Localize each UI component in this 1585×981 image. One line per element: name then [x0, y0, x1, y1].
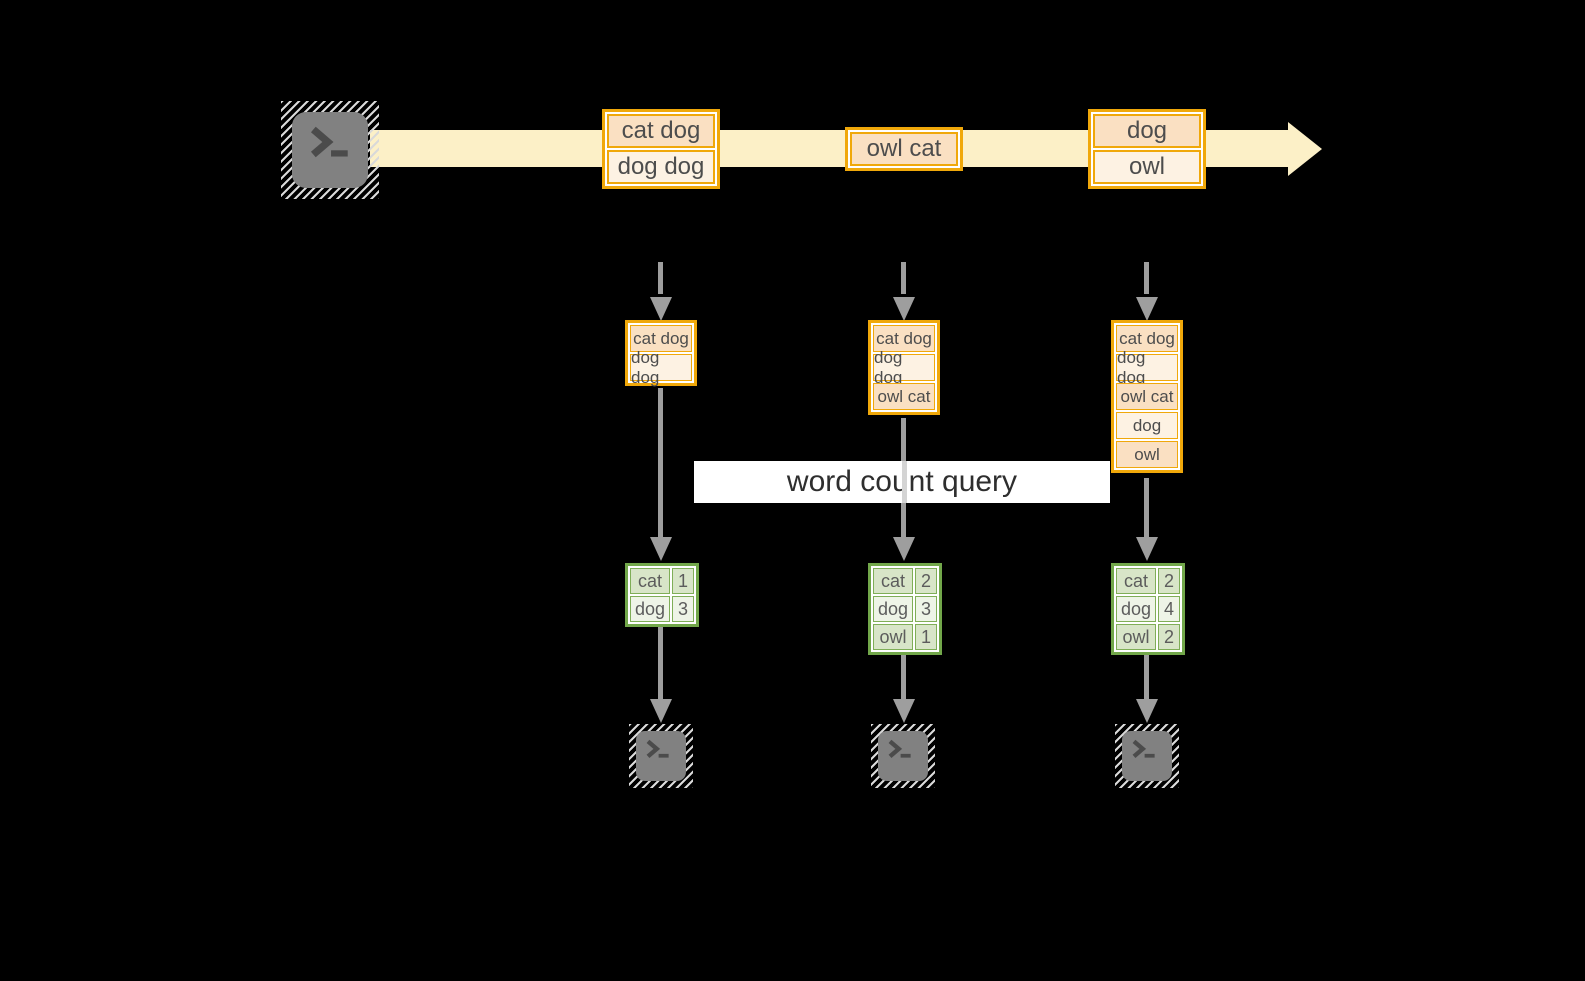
word-cell: dog	[630, 596, 670, 622]
terminal-body	[636, 731, 686, 781]
sink-terminal-icon	[1115, 724, 1179, 788]
source-terminal-icon	[281, 101, 379, 199]
window-record: dog	[1116, 412, 1178, 439]
table-row: cat 2	[873, 568, 937, 594]
word-cell: cat	[873, 568, 913, 594]
window-record: dog dog	[630, 348, 692, 387]
table-row: dog 3	[873, 596, 937, 622]
arrow-head-icon	[1136, 537, 1158, 561]
terminal-prompt-icon	[888, 739, 911, 759]
dashed-arrow-line	[901, 262, 906, 294]
arrow-line	[1144, 478, 1149, 537]
table-row: dog 3	[630, 596, 694, 622]
window-record: cat dog	[1116, 325, 1178, 352]
arrow-head-icon	[893, 297, 915, 321]
terminal-body	[292, 112, 368, 188]
word-cell: dog	[873, 596, 913, 622]
window-record: cat dog	[630, 325, 692, 352]
sink-terminal-icon	[871, 724, 935, 788]
terminal-prompt-icon	[646, 739, 669, 759]
sink-terminal-icon	[629, 724, 693, 788]
word-cell: owl	[873, 624, 913, 650]
arrow-head-icon	[1136, 699, 1158, 723]
result-table-3: cat 2 dog 4 owl 2	[1111, 563, 1185, 655]
terminal-prompt-icon	[310, 126, 348, 158]
word-cell: cat	[630, 568, 670, 594]
arrow-line	[658, 627, 663, 700]
stream-record: dog dog	[607, 150, 715, 184]
window-box-2: cat dog dog dog owl cat	[868, 320, 940, 415]
count-cell: 2	[1158, 568, 1180, 594]
table-row: owl 2	[1116, 624, 1180, 650]
word-cell: cat	[1116, 568, 1156, 594]
window-record: cat dog	[873, 325, 935, 352]
terminal-prompt-icon	[1132, 739, 1155, 759]
terminal-body	[1122, 731, 1172, 781]
arrow-head-icon	[893, 537, 915, 561]
stream-record-box-2: owl cat	[845, 127, 963, 171]
window-record: dog dog	[1116, 348, 1178, 387]
query-label: word count query	[694, 461, 1110, 503]
arrow-head-icon	[650, 699, 672, 723]
stream-record-box-1: cat dog dog dog	[602, 109, 720, 189]
query-label-text: word count query	[786, 465, 1018, 498]
count-cell: 3	[915, 596, 937, 622]
stream-record: owl	[1093, 150, 1201, 184]
window-box-3: cat dog dog dog owl cat dog owl	[1111, 320, 1183, 473]
arrow-head-icon	[1136, 297, 1158, 321]
table-row: dog 4	[1116, 596, 1180, 622]
result-table-2: cat 2 dog 3 owl 1	[868, 563, 942, 655]
terminal-body	[878, 731, 928, 781]
arrow-line-overlay	[902, 461, 907, 503]
word-cell: owl	[1116, 624, 1156, 650]
dashed-arrow-line	[658, 262, 663, 294]
stream-record: owl cat	[850, 132, 958, 166]
result-table-1: cat 1 dog 3	[625, 563, 699, 627]
arrow-line	[901, 655, 906, 700]
arrow-line	[658, 388, 663, 537]
window-record: dog dog	[873, 348, 935, 387]
word-cell: dog	[1116, 596, 1156, 622]
dashed-arrow-line	[1144, 262, 1149, 294]
window-record: owl	[1116, 441, 1178, 468]
stream-arrow-head-icon	[1288, 122, 1322, 176]
count-cell: 1	[672, 568, 694, 594]
table-row: cat 1	[630, 568, 694, 594]
arrow-head-icon	[893, 699, 915, 723]
stream-record: dog	[1093, 114, 1201, 148]
count-cell: 2	[1158, 624, 1180, 650]
stream-record-box-3: dog owl	[1088, 109, 1206, 189]
window-record: owl cat	[873, 383, 935, 410]
count-cell: 2	[915, 568, 937, 594]
count-cell: 1	[915, 624, 937, 650]
arrow-line	[1144, 655, 1149, 700]
count-cell: 3	[672, 596, 694, 622]
window-box-1: cat dog dog dog	[625, 320, 697, 387]
window-record: owl cat	[1116, 383, 1178, 410]
count-cell: 4	[1158, 596, 1180, 622]
arrow-head-icon	[650, 537, 672, 561]
stream-record: cat dog	[607, 114, 715, 148]
table-row: owl 1	[873, 624, 937, 650]
arrow-head-icon	[650, 297, 672, 321]
table-row: cat 2	[1116, 568, 1180, 594]
